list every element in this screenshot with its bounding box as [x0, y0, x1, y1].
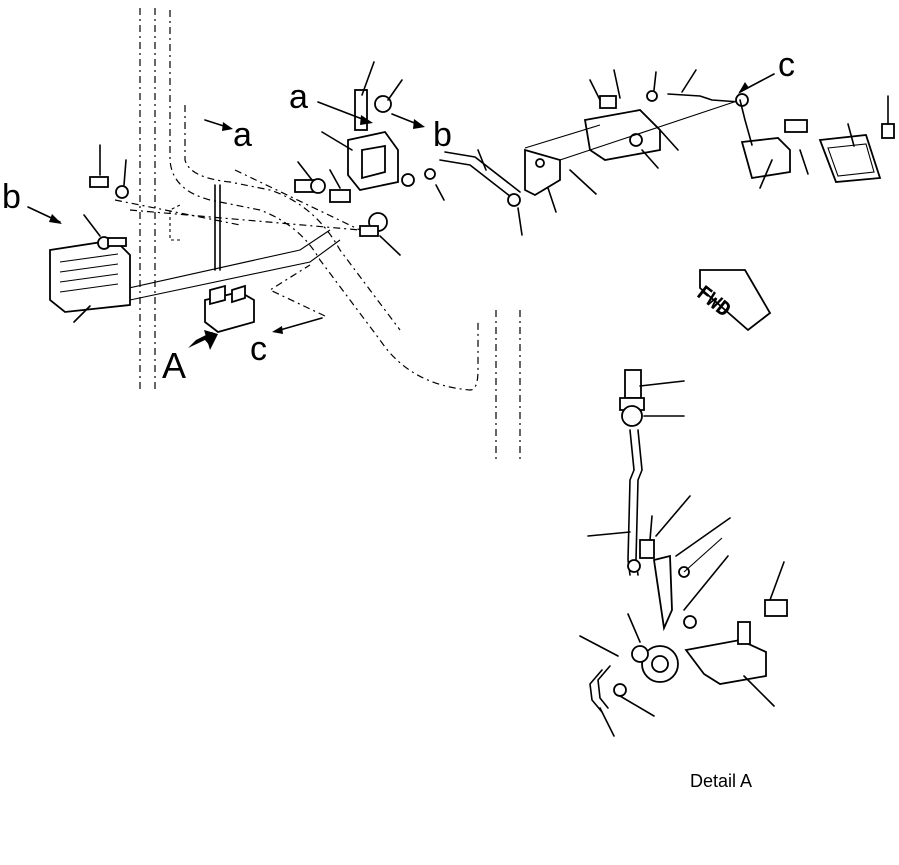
- washer-part: [97, 236, 127, 250]
- lock-part: [347, 89, 436, 191]
- callout-b-left: b: [2, 178, 21, 216]
- detail-a-caption: Detail A: [690, 771, 753, 791]
- bolt-part: [329, 189, 351, 203]
- lever-part: [524, 90, 661, 197]
- callout-a-lock: a: [289, 78, 308, 116]
- detail-a-drawing: [589, 369, 788, 713]
- callout-b-right: b: [433, 116, 452, 154]
- detail-a-arrow-label: A: [162, 345, 187, 386]
- latch-part: [740, 119, 895, 183]
- latch-base-part: [204, 284, 255, 333]
- fwd-arrow-icon: [699, 269, 772, 332]
- bolt-part: [294, 178, 326, 194]
- callout-c-upper: c: [778, 46, 795, 84]
- callout-c-lower: c: [250, 330, 267, 368]
- bolt-part: [359, 212, 388, 237]
- bolt-part: [89, 176, 129, 199]
- handle-part: [49, 239, 131, 313]
- callout-a-upper: a: [233, 116, 252, 154]
